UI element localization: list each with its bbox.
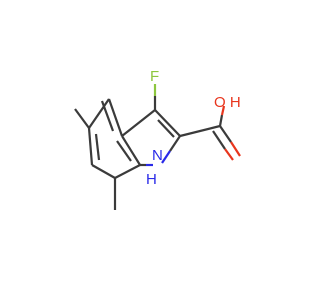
bond-c3a-c3: [121, 109, 156, 137]
bond-c3a-c4: [107, 98, 124, 137]
nitrogen-hydrogen-label: H: [146, 171, 157, 188]
bond-cacid-o-carbon: [219, 125, 232, 143]
bond-c4-c5: [88, 98, 110, 129]
bond-cacid-o-carbon-2: [212, 130, 226, 150]
bond-cacid-o: [230, 141, 241, 157]
bond-c5-methyl: [74, 108, 90, 129]
bond-cacid-o-2: [224, 148, 234, 161]
bond-c2-n1-hetero: [161, 150, 171, 164]
structure-diagram: F O H N H: [74, 68, 241, 210]
bond-c5-c6-inner: [94, 133, 101, 161]
bond-c7-c7a: [114, 164, 141, 179]
nitrogen-atom-label: N: [152, 147, 163, 164]
bond-c2-cacid: [179, 124, 221, 138]
hydroxyl-atom-label: O H: [214, 94, 241, 111]
fluorine-atom-label: F: [150, 68, 159, 85]
bond-c2-n1: [169, 135, 181, 152]
bond-cacid-oh: [220, 105, 226, 116]
bond-cacid-oh-carbon: [218, 114, 224, 127]
bond-c5-c6: [87, 127, 94, 166]
bond-c3-c2-inner: [157, 119, 175, 138]
bond-c7a-c3a-inner: [116, 140, 132, 162]
bond-c7a-c3a: [121, 135, 141, 166]
bond-c3-c2: [154, 109, 181, 137]
bond-c6-c7: [91, 164, 116, 179]
